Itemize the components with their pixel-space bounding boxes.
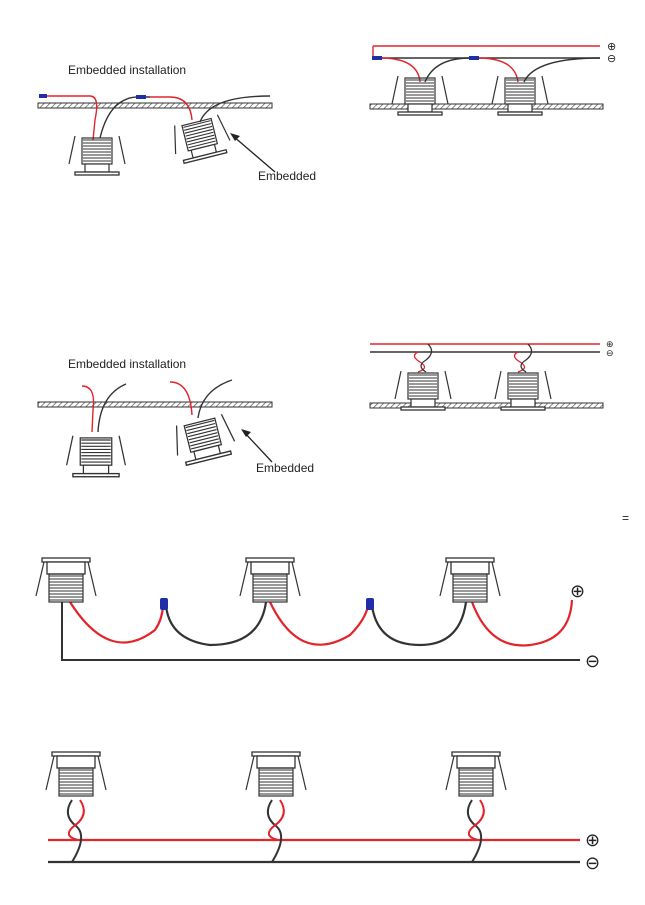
small-plus-symbol: ⊕ — [606, 339, 614, 349]
downlight — [245, 751, 307, 797]
arrow — [232, 135, 276, 173]
positive-wire — [40, 95, 98, 141]
small-minus-symbol: ⊖ — [606, 348, 614, 358]
panel-parallel-bus-wiring: ⊕ ⊖ — [45, 751, 600, 873]
negative-wire — [266, 799, 283, 863]
negative-wire — [197, 379, 233, 419]
twisted-pair — [266, 799, 285, 863]
panel-embedded-installation-top: Embedded installation Embedded — [37, 63, 316, 183]
negative-wire — [164, 601, 268, 647]
plus-symbol: ⊕ — [570, 581, 585, 601]
positive-wire — [69, 601, 165, 644]
ceiling-panel — [369, 103, 604, 110]
minus-symbol: ⊖ — [585, 651, 600, 671]
plus-symbol: ⊕ — [585, 830, 600, 850]
arrow-head — [241, 429, 251, 437]
negative-wire — [370, 601, 468, 647]
positive-wire — [169, 381, 193, 416]
recessed-light — [65, 435, 127, 478]
panel-parallel-wiring-top: ⊕ ⊖ — [369, 41, 616, 116]
positive-wire — [467, 799, 485, 841]
small-plus-symbol: ⊕ — [607, 41, 616, 53]
embedded-label: Embedded — [256, 461, 314, 475]
downlight — [45, 751, 107, 797]
negative-wire — [66, 799, 83, 863]
twisted-pair — [466, 799, 485, 863]
negative-wire — [199, 95, 271, 123]
wire-connector — [372, 56, 382, 60]
wire-connector — [366, 598, 374, 610]
arrow-head — [230, 133, 240, 141]
twisted-pair — [66, 799, 85, 863]
wire-connector — [39, 94, 47, 98]
panel-embedded-installation-middle: Embedded installation Embedded — [37, 357, 314, 478]
wire-connector — [160, 598, 168, 610]
panel-series-wiring: ⊕ ⊖ — [35, 557, 600, 671]
positive-wire — [150, 96, 193, 121]
wire-connector — [469, 56, 479, 60]
negative-wire — [466, 799, 483, 863]
positive-wire — [267, 799, 285, 841]
recessed-light-tilted — [169, 412, 239, 468]
ceiling-panel — [37, 102, 273, 109]
negative-wire — [520, 343, 533, 373]
embedded-installation-label: Embedded installation — [68, 357, 186, 371]
downlight — [445, 751, 507, 797]
equals-mark: = — [622, 511, 629, 525]
ceiling-panel — [37, 401, 273, 408]
panel-parallel-wiring-middle: ⊕ ⊖ — [369, 339, 614, 411]
downlight — [239, 557, 301, 603]
negative-wire — [97, 383, 127, 433]
embedded-label: Embedded — [258, 169, 316, 183]
recessed-light-tilted — [168, 112, 234, 166]
wire-connector — [136, 95, 146, 99]
positive-wire — [269, 601, 370, 646]
positive-wire — [67, 799, 85, 841]
minus-symbol: ⊖ — [585, 853, 600, 873]
recessed-light — [68, 135, 126, 176]
positive-wire — [81, 385, 95, 433]
embedded-installation-label: Embedded installation — [68, 63, 186, 77]
negative-wire — [420, 343, 433, 373]
arrow — [243, 431, 273, 463]
ceiling-panel — [369, 402, 604, 409]
downlight — [439, 557, 501, 603]
negative-return-wire — [61, 602, 580, 661]
small-minus-symbol: ⊖ — [607, 53, 616, 65]
downlight — [35, 557, 97, 603]
positive-wire — [470, 599, 574, 647]
